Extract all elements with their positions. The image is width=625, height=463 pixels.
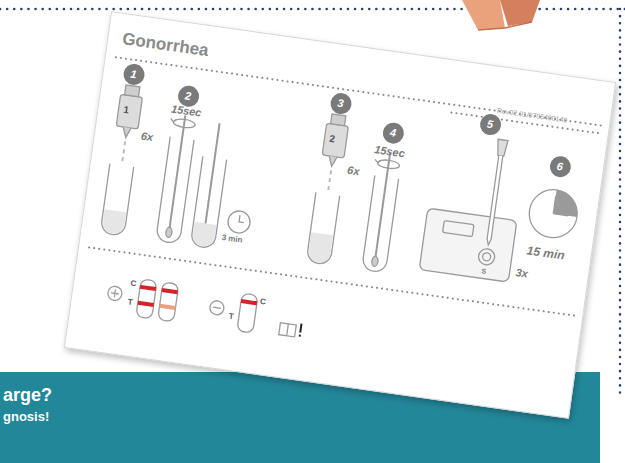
step-number: 1: [122, 62, 146, 86]
mix-time: 15sec: [170, 104, 202, 119]
drop-count: 6x: [347, 165, 361, 178]
banner-text: arge?: [3, 386, 52, 404]
step-number: 3: [329, 91, 353, 115]
banner-text: gnosis!: [3, 410, 49, 423]
drop-count: 3x: [515, 267, 529, 280]
step-number-text: 2: [184, 89, 192, 102]
mix-time: 15sec: [374, 144, 406, 159]
step-number: 4: [381, 121, 405, 145]
step-number-text: 5: [486, 118, 494, 131]
procedure-illustration: [65, 12, 617, 420]
step-number: 5: [478, 112, 502, 136]
instruction-card: Gonorrhea12345616x15sec3 minRev02.01/070…: [64, 11, 616, 419]
control-line-mark: C: [130, 280, 137, 289]
bottle-label: 1: [123, 105, 130, 116]
bottle-label: 2: [329, 134, 336, 145]
card-title: Gonorrhea: [121, 30, 209, 59]
test-line-mark: T: [127, 298, 133, 307]
sample-well-mark: S: [481, 267, 487, 275]
step-number-text: 4: [389, 126, 397, 139]
step-number-text: 1: [130, 68, 138, 81]
step-number: 6: [548, 154, 572, 178]
drop-count: 6x: [140, 131, 154, 144]
test-line-mark: T: [228, 313, 234, 322]
step-number-text: 6: [556, 160, 564, 173]
step-number-text: 3: [337, 97, 345, 110]
control-line-mark: C: [260, 298, 267, 307]
incubation-time: 15 min: [526, 244, 565, 261]
wait-time: 3 min: [221, 234, 243, 245]
